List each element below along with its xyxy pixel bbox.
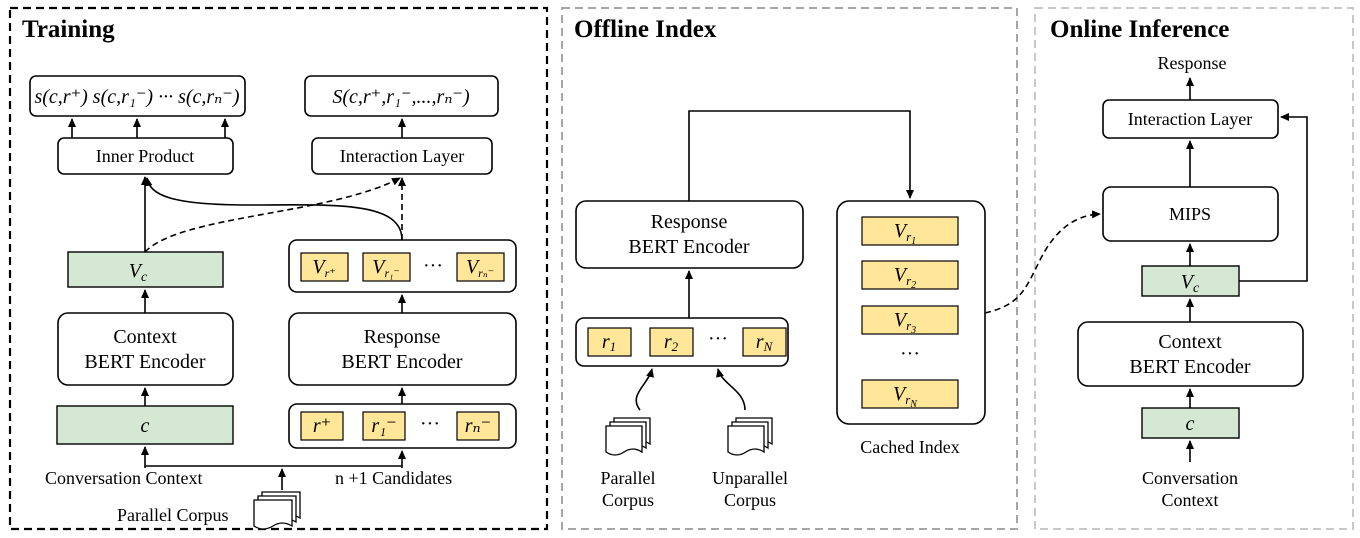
cand-neg-1-label: r₁⁻ <box>371 415 396 437</box>
offline-r1-label: r1 <box>602 331 616 354</box>
offline-r-dots: ··· <box>708 328 728 350</box>
training-context-encoder-l2: BERT Encoder <box>84 351 206 373</box>
cached-index-label: Cached Index <box>860 437 959 457</box>
index-vr1-label: Vr1 <box>894 220 916 247</box>
offline-rN-label: rN <box>756 331 774 354</box>
training-panel <box>8 6 549 531</box>
online-context-encoder-l2: BERT Encoder <box>1129 356 1251 378</box>
online-inference-title: Online Inference <box>1050 16 1229 43</box>
offline-index-panel <box>561 7 1018 530</box>
cand-neg-n <box>456 411 500 441</box>
offline-response-encoder-l1: Response <box>651 211 728 233</box>
index-vr1 <box>861 216 959 246</box>
offline-r1 <box>587 327 632 357</box>
vr-neg-n <box>456 252 505 282</box>
index-vr2 <box>861 260 959 290</box>
vr-plus-label: Vr⁺ <box>312 256 335 280</box>
training-conversation-context: Conversation Context <box>45 468 202 488</box>
online-c-box <box>1141 407 1240 439</box>
training-parallel-corpus: Parallel Corpus <box>117 505 228 525</box>
training-context-encoder-l1: Context <box>113 326 177 348</box>
offline-parallel-l2: Corpus <box>602 490 654 510</box>
score-box-interaction <box>304 75 499 117</box>
offline-parallel-l1: Parallel <box>601 468 656 488</box>
online-c-label: c <box>1186 413 1195 435</box>
online-response-label: Response <box>1158 53 1227 73</box>
cand-plus <box>300 411 344 441</box>
online-interaction-layer-label: Interaction Layer <box>1128 109 1252 129</box>
vr-dots: ··· <box>423 255 443 277</box>
online-conversation-l1: Conversation <box>1142 468 1238 488</box>
training-response-encoder-l1: Response <box>364 326 441 348</box>
offline-parallel-doc-icon <box>605 417 651 456</box>
cand-neg-n-label: rₙ⁻ <box>465 415 491 437</box>
training-document-icon <box>253 491 301 530</box>
vr-plus <box>300 252 349 282</box>
training-response-encoder-l2: BERT Encoder <box>341 351 463 373</box>
training-c-box <box>56 405 234 445</box>
index-vr2-label: Vr2 <box>894 264 916 291</box>
index-vrN-label: VrN <box>893 383 918 410</box>
score-box-interaction-text: S(c,r⁺,r₁⁻,...,rₙ⁻) <box>332 86 470 108</box>
online-conversation-l2: Context <box>1162 490 1219 510</box>
training-c-label: c <box>141 415 150 437</box>
vr-neg-n-label: Vrₙ⁻ <box>466 256 494 280</box>
training-response-encoder <box>288 312 517 386</box>
offline-r2 <box>649 327 694 357</box>
offline-unparallel-l2: Corpus <box>724 490 776 510</box>
cand-dots: ··· <box>420 413 440 435</box>
cand-plus-label: r⁺ <box>313 415 331 437</box>
training-candidates-label: n +1 Candidates <box>335 468 452 488</box>
online-vc-label: Vc <box>1181 271 1200 296</box>
interaction-layer-label: Interaction Layer <box>340 146 464 166</box>
online-context-encoder-l1: Context <box>1158 331 1222 353</box>
training-title: Training <box>22 16 115 43</box>
cand-neg-1 <box>362 411 406 441</box>
offline-index-title: Offline Index <box>574 16 717 43</box>
offline-rN <box>742 327 787 357</box>
offline-r2-label: r2 <box>664 331 679 354</box>
vr-neg-1-label: Vr₁⁻ <box>372 256 399 280</box>
score-box-inner <box>29 75 246 117</box>
index-vr3-label: Vr3 <box>894 309 916 336</box>
index-vdots: ··· <box>900 343 920 365</box>
index-vrN <box>861 379 959 409</box>
offline-unparallel-l1: Unparallel <box>712 468 788 488</box>
index-vr3 <box>861 305 959 335</box>
vr-neg-1 <box>362 252 411 282</box>
offline-response-encoder-l2: BERT Encoder <box>628 236 750 258</box>
training-context-encoder <box>57 312 234 386</box>
online-mips-label: MIPS <box>1169 204 1211 224</box>
training-vc-label: Vc <box>129 260 148 285</box>
offline-unparallel-doc-icon <box>727 417 773 456</box>
score-box-inner-text: s(c,r⁺) s(c,r₁⁻) ··· s(c,rₙ⁻) <box>34 86 239 108</box>
inner-product-label: Inner Product <box>96 146 194 166</box>
inner-product-box <box>57 137 234 175</box>
